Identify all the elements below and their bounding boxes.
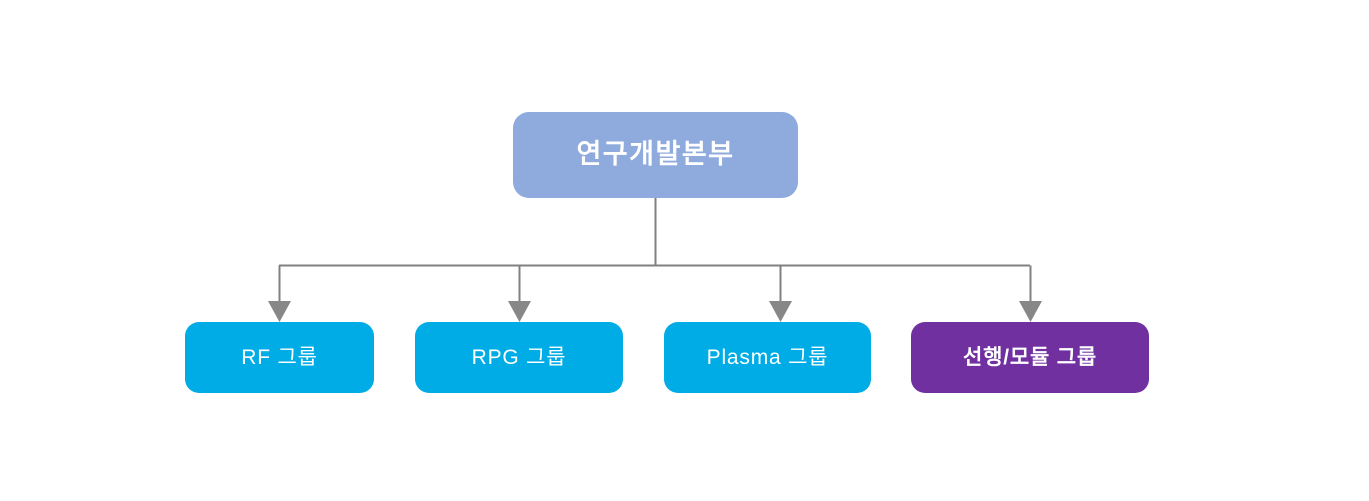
arrowhead-icon-3 xyxy=(1019,301,1042,322)
connector-lines xyxy=(278,198,1032,303)
arrowhead-icon-0 xyxy=(268,301,291,322)
org-node-root-label: 연구개발본부 xyxy=(576,139,735,170)
org-node-rf-group-label: RF 그룹 xyxy=(241,345,318,369)
org-node-rf-group[interactable]: RF 그룹 xyxy=(185,322,374,393)
org-node-advanced-module-group[interactable]: 선행/모듈 그룹 xyxy=(911,322,1149,393)
org-node-plasma-group-label: Plasma 그룹 xyxy=(706,345,829,369)
arrowhead-icon-2 xyxy=(769,301,792,322)
org-node-root[interactable]: 연구개발본부 xyxy=(513,112,798,198)
org-node-advanced-module-group-label: 선행/모듈 그룹 xyxy=(963,345,1097,369)
arrowhead-icon-1 xyxy=(508,301,531,322)
connector-arrowheads xyxy=(268,301,1042,322)
org-node-plasma-group[interactable]: Plasma 그룹 xyxy=(664,322,871,393)
org-node-rpg-group-label: RPG 그룹 xyxy=(471,345,567,369)
org-node-rpg-group[interactable]: RPG 그룹 xyxy=(415,322,623,393)
